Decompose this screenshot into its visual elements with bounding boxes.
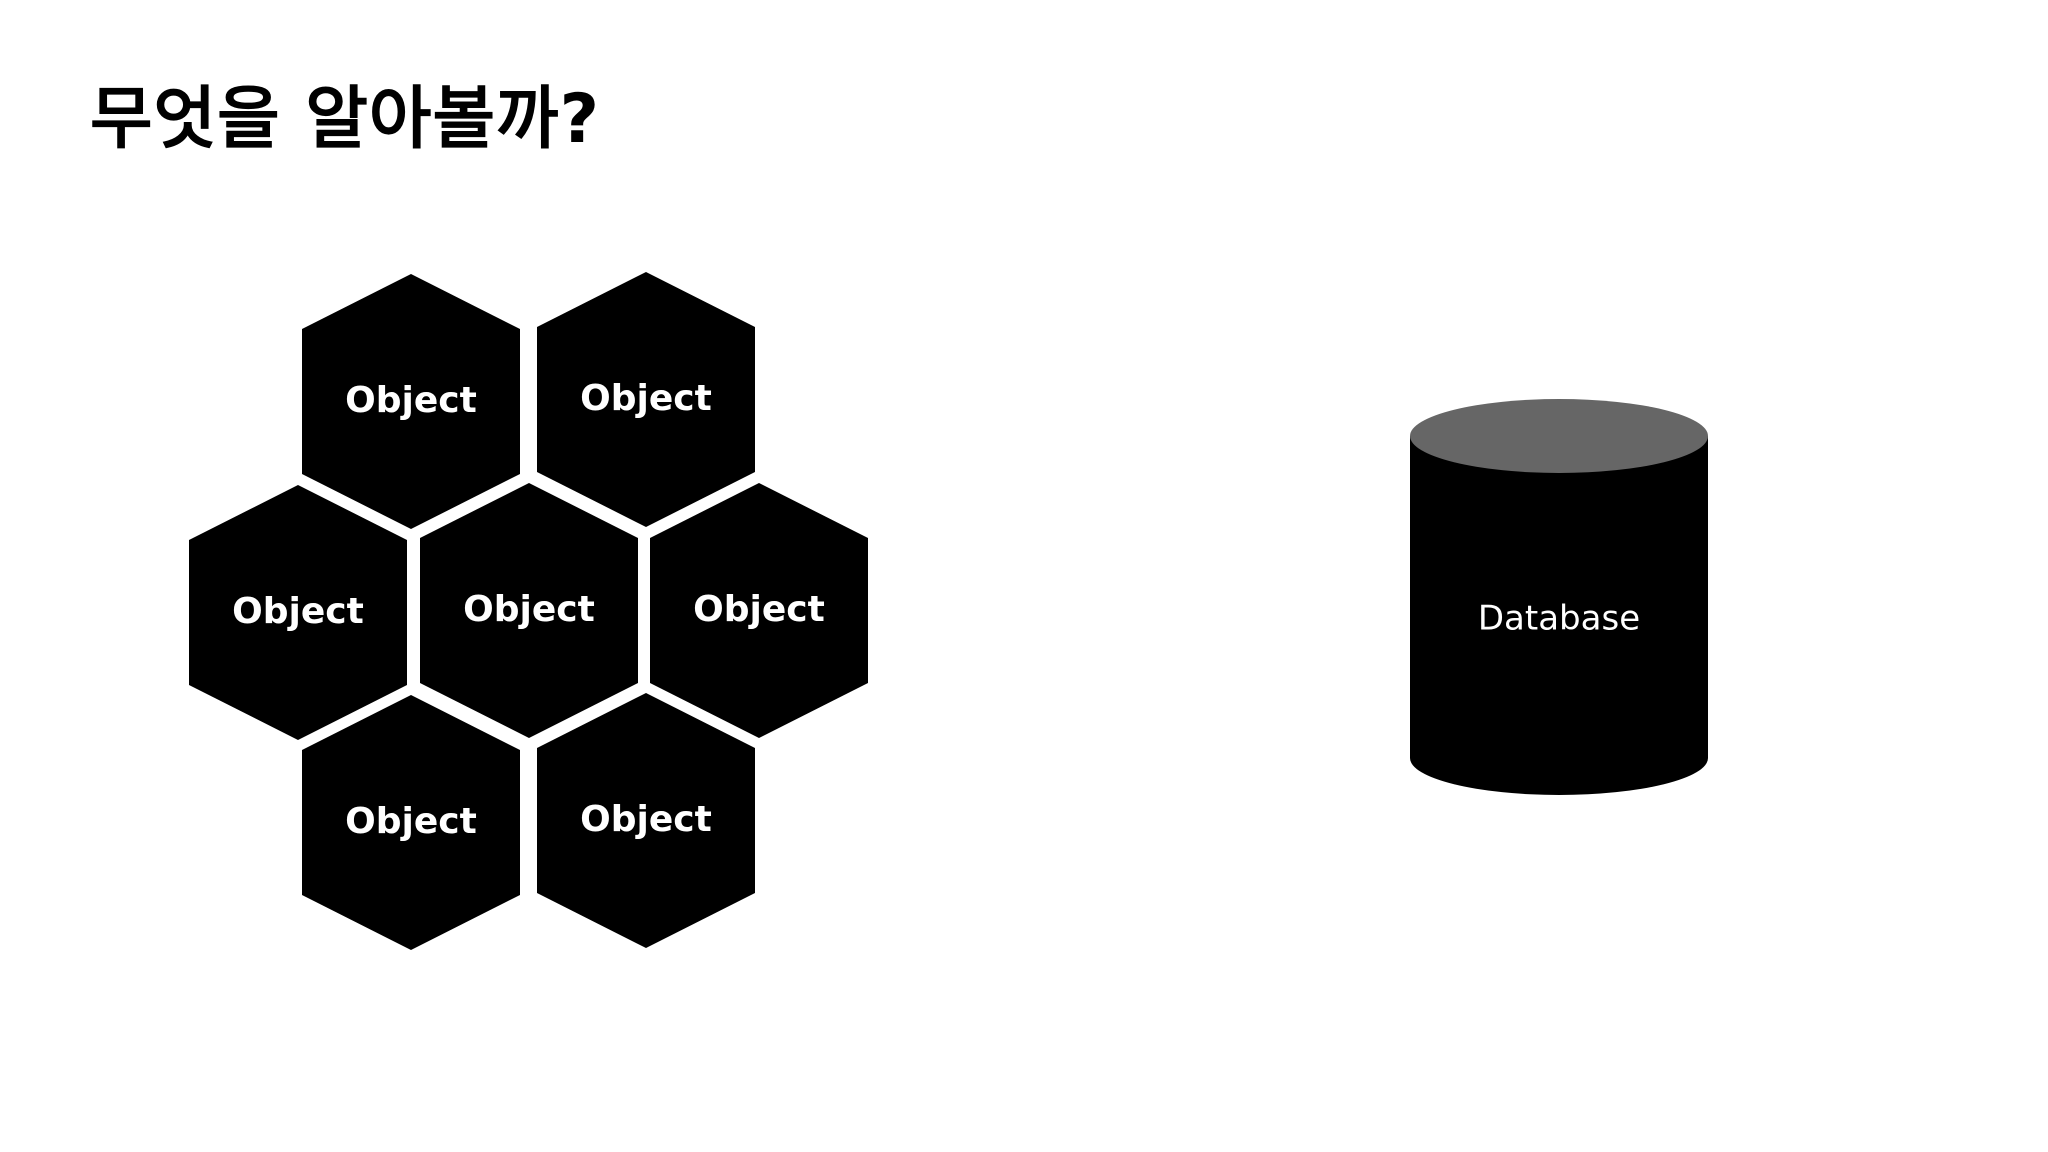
- hexagon-shape: [537, 693, 755, 948]
- database-body: [1410, 436, 1708, 795]
- object-hexagon: Object: [537, 693, 755, 948]
- object-hexagon: Object: [302, 695, 520, 950]
- slide-title: 무엇을 알아볼까?: [90, 80, 601, 159]
- object-hexagon: Object: [537, 272, 755, 527]
- object-label: Object: [693, 589, 825, 630]
- hexagon-shape: [189, 485, 407, 740]
- object-label: Object: [580, 799, 712, 840]
- object-label: Object: [345, 380, 477, 421]
- object-hexagon: Object: [650, 483, 868, 738]
- database-label: Database: [1478, 599, 1640, 639]
- hexagon-shape: [302, 274, 520, 529]
- hexagon-shape: [302, 695, 520, 950]
- hexagon-shape: [650, 483, 868, 738]
- hexagon-shape: [537, 272, 755, 527]
- object-hexagon: Object: [420, 483, 638, 738]
- object-hexagon: Object: [189, 485, 407, 740]
- object-label: Object: [580, 378, 712, 419]
- object-label: Object: [232, 591, 364, 632]
- database-cylinder: Database: [1410, 399, 1708, 795]
- hexagon-shape: [420, 483, 638, 738]
- database-top: [1410, 399, 1708, 473]
- object-label: Object: [463, 589, 595, 630]
- object-hexagon: Object: [302, 274, 520, 529]
- object-label: Object: [345, 801, 477, 842]
- object-hexagon-cluster: Object Object Object Object Object Objec…: [189, 272, 868, 950]
